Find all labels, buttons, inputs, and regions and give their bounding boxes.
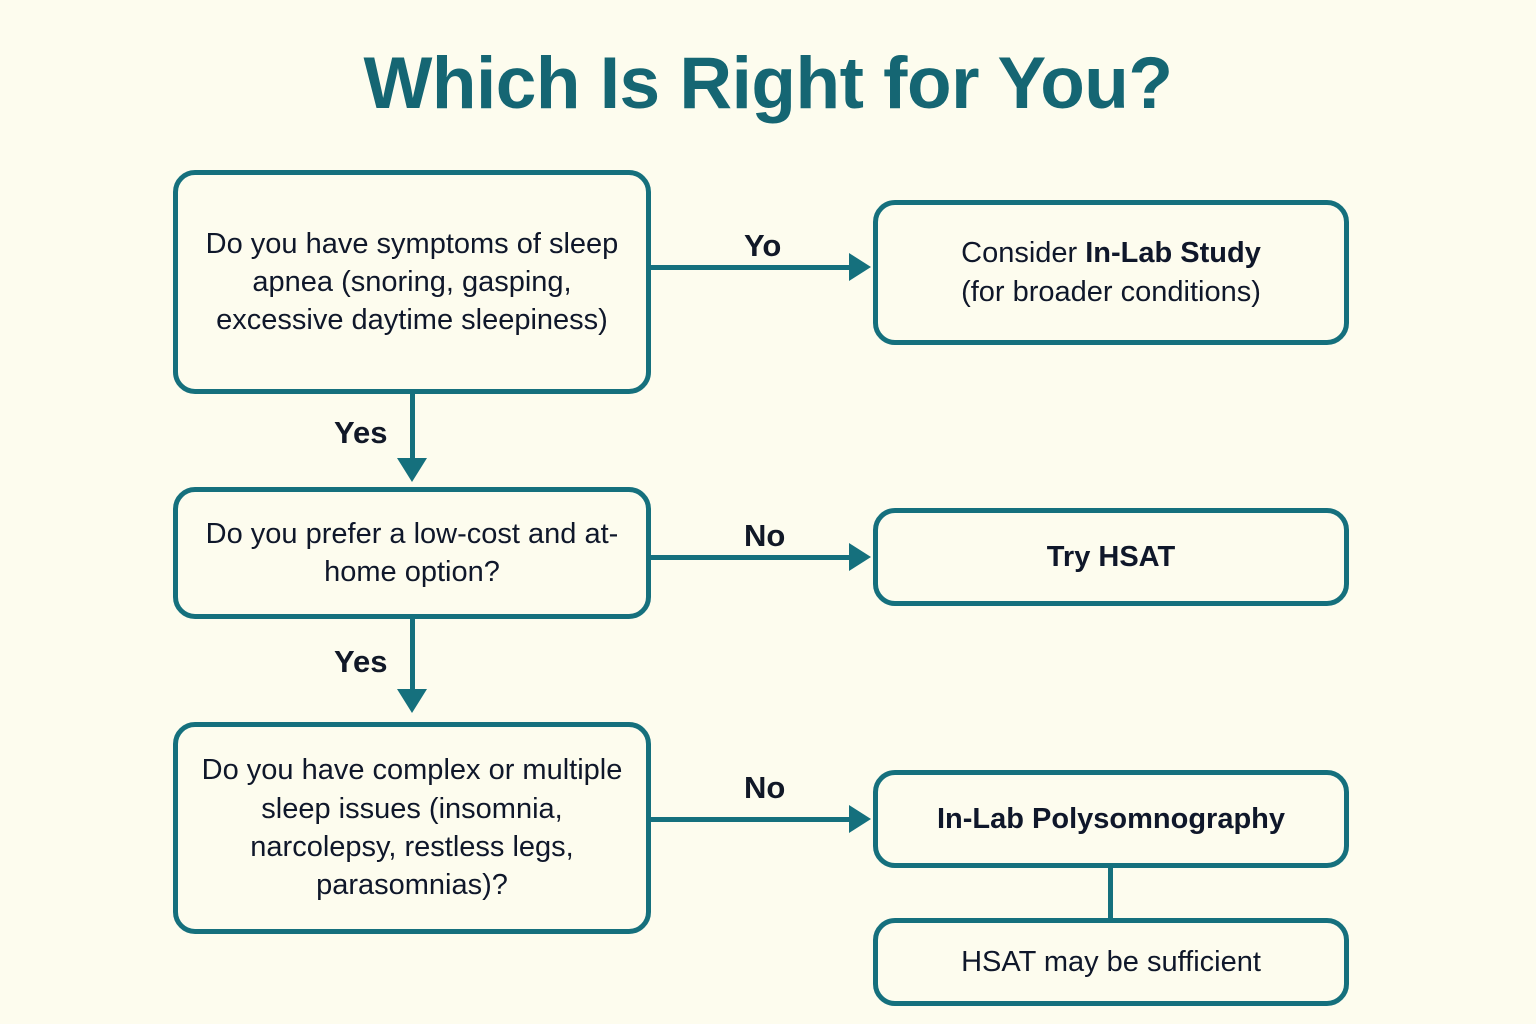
- page-title: Which Is Right for You?: [363, 43, 1173, 124]
- outcome-node-polysomnography[interactable]: In-Lab Polysomnography: [873, 770, 1349, 868]
- decision-node-low-cost-label: Do you prefer a low-cost and at-home opt…: [205, 517, 619, 588]
- connector-q1-to-o1: [651, 265, 851, 270]
- outcome-node-hsat-sufficient-label: HSAT may be sufficient: [961, 945, 1261, 978]
- decision-node-complex-issues[interactable]: Do you have complex or multiple sleep is…: [173, 722, 651, 934]
- outcome-lead-text: Consider: [961, 237, 1086, 270]
- edge-label-q1-to-q2: Yes: [334, 415, 388, 450]
- outcome-emphasis-text: In-Lab Study: [1085, 237, 1261, 270]
- outcome-node-polysomnography-label: In-Lab Polysomnography: [936, 802, 1286, 835]
- connector-q1-to-q2: [410, 394, 415, 458]
- connector-q3-to-o3: [651, 817, 851, 822]
- connector-q2-to-q3: [410, 619, 415, 689]
- connector-o3-to-o4: [1108, 866, 1113, 920]
- arrowhead-right-icon: [849, 543, 871, 571]
- arrowhead-right-icon: [849, 253, 871, 281]
- outcome-node-try-hsat[interactable]: Try HSAT: [873, 508, 1349, 606]
- decision-node-symptoms-label: Do you have symptoms of sleep apnea (sno…: [205, 227, 619, 337]
- arrowhead-down-icon: [397, 458, 427, 482]
- edge-label-q1-to-o1: Yo: [744, 228, 782, 263]
- outcome-node-in-lab-study[interactable]: Consider In-Lab Study (for broader condi…: [873, 200, 1349, 345]
- connector-q2-to-o2: [651, 555, 851, 560]
- decision-node-low-cost[interactable]: Do you prefer a low-cost and at-home opt…: [173, 487, 651, 619]
- edge-label-q3-to-o3: No: [744, 770, 786, 805]
- outcome-sub-text: (for broader conditions): [961, 275, 1261, 308]
- outcome-node-in-lab-study-label: Consider In-Lab Study (for broader condi…: [892, 234, 1330, 311]
- arrowhead-right-icon: [849, 805, 871, 833]
- decision-node-symptoms[interactable]: Do you have symptoms of sleep apnea (sno…: [173, 170, 651, 394]
- outcome-node-hsat-sufficient[interactable]: HSAT may be sufficient: [873, 918, 1349, 1006]
- decision-node-complex-issues-label: Do you have complex or multiple sleep is…: [201, 754, 623, 902]
- outcome-node-try-hsat-label: Try HSAT: [1046, 540, 1176, 573]
- arrowhead-down-icon: [397, 689, 427, 713]
- edge-label-q2-to-q3: Yes: [334, 644, 388, 679]
- edge-label-q2-to-o2: No: [744, 518, 786, 553]
